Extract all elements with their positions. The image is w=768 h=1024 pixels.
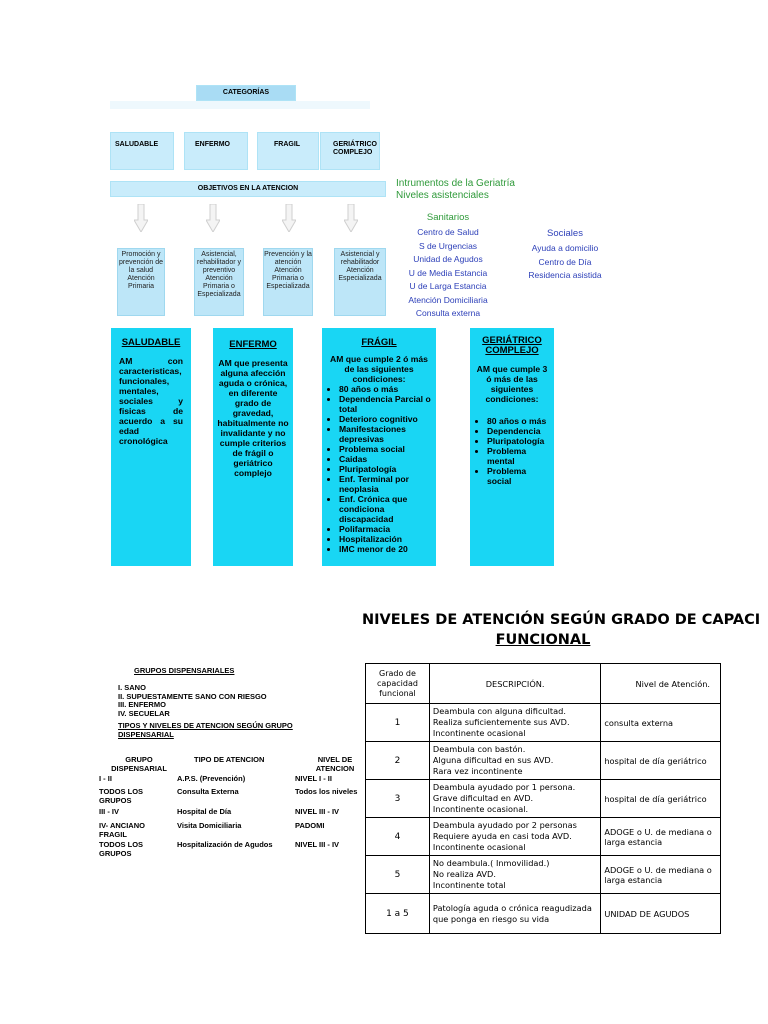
- card-fragil: FRÁGIL AM que cumple 2 ó más de las sigu…: [322, 328, 436, 566]
- objetivos-bar: OBJETIVOS EN LA ATENCION: [110, 181, 386, 197]
- objective-box-1: Promoción y prevención de la salud Atenc…: [117, 248, 165, 316]
- grupos-list: I. SANO II. SUPUESTAMENTE SANO CON RIESG…: [118, 683, 267, 718]
- objective-box-3: Prevención y la atención Atención Primar…: [263, 248, 313, 316]
- categorias-box: CATEGORÍAS: [196, 85, 296, 101]
- grupos-header-tipo: TIPO DE ATENCION: [194, 755, 265, 764]
- objective-box-4: Asistencial y rehabilitador Atención Esp…: [334, 248, 386, 316]
- niveles-title: NIVELES DE ATENCIÓN SEGÚN GRADO DE CAPAC…: [362, 612, 761, 648]
- down-arrow-icon: [282, 204, 296, 232]
- grupos-row: IV- ANCIANO FRAGIL Visita Domiciliaria P…: [99, 821, 325, 839]
- grupos-row: TODOS LOS GRUPOS Consulta Externa Todos …: [99, 787, 358, 805]
- table-row: 5 No deambula.( Inmovilidad.)No realiza …: [365, 855, 721, 894]
- card-geriatrico: GERIÁTRICO COMPLEJO AM que cumple 3 ó má…: [470, 328, 554, 566]
- category-saludable: SALUDABLE: [110, 132, 174, 170]
- sociales-column: Sociales Ayuda a domicilio Centro de Día…: [528, 228, 602, 280]
- grupos-row: III - IV Hospital de Día NIVEL III - IV: [99, 807, 340, 816]
- instruments-title: Intrumentos de la Geriatría Niveles asis…: [396, 178, 515, 201]
- grupos-row: TODOS LOS GRUPOS Hospitalización de Agud…: [99, 840, 340, 858]
- niveles-table-wrap: Grado de capacidad funcional DESCRIPCIÓN…: [365, 663, 768, 943]
- down-arrow-icon: [134, 204, 148, 232]
- category-geriatrico: GERIÁTRICO COMPLEJO: [320, 132, 380, 170]
- table-header: Grado de capacidad funcional: [365, 663, 430, 704]
- table-row: 1 a 5 Patología aguda o crónica reagudiz…: [365, 893, 721, 934]
- table-row: 1 Deambula con alguna dificultad.Realiza…: [365, 703, 721, 742]
- grupos-subtitle: TIPOS Y NIVELES DE ATENCION SEGÚN GRUPO …: [118, 721, 293, 739]
- down-arrow-icon: [206, 204, 220, 232]
- table-row: 2 Deambula con bastón.Alguna dificultad …: [365, 741, 721, 780]
- grupos-row: I - II A.P.S. (Prevención) NIVEL I - II: [99, 774, 332, 783]
- table-header: DESCRIPCIÓN.: [428, 663, 602, 704]
- grupos-title: GRUPOS DISPENSARIALES: [134, 666, 235, 675]
- table-header: Nivel de Atención.: [600, 663, 721, 704]
- category-fragil: FRAGIL: [257, 132, 319, 170]
- sanitarios-column: Sanitarios Centro de Salud S de Urgencia…: [408, 212, 488, 318]
- categorias-connector: [110, 101, 370, 109]
- down-arrow-icon: [344, 204, 358, 232]
- grupos-header-nivel: NIVEL DE ATENCION: [315, 755, 355, 773]
- card-saludable: SALUDABLE AM con caracteristicas, funcio…: [111, 328, 191, 566]
- grupos-header-grupo: GRUPO DISPENSARIAL: [111, 755, 167, 773]
- table-row: 3 Deambula ayudado por 1 persona.Grave d…: [365, 779, 721, 818]
- objective-box-2: Asistencial, rehabilitador y preventivo …: [194, 248, 244, 316]
- card-enfermo: ENFERMO AM que presenta alguna afección …: [213, 328, 293, 566]
- category-enfermo: ENFERMO: [184, 132, 248, 170]
- niveles-table: Grado de capacidad funcional DESCRIPCIÓN…: [365, 663, 721, 934]
